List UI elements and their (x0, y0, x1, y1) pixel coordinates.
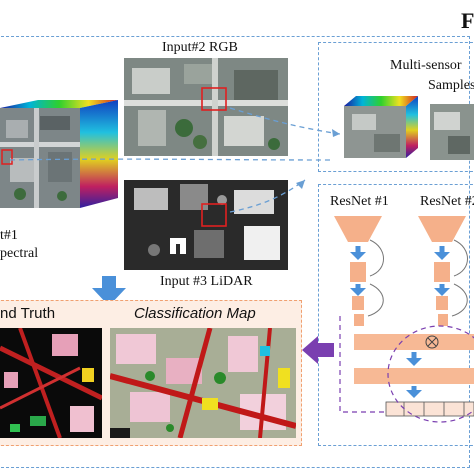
sample-patch-stack (344, 96, 418, 158)
sample-patch-rgb (430, 104, 474, 160)
classification-map (110, 328, 296, 438)
ground-truth-label: nd Truth (0, 305, 56, 322)
input1-label-line2: pectral (0, 246, 39, 261)
samples-label-line2: Samples (428, 78, 474, 93)
classification-map-label: Classification Map (134, 305, 256, 322)
rgb-image (124, 58, 288, 156)
down-arrow (92, 276, 126, 306)
input1-label-line1: t#1 (0, 228, 18, 243)
resnet1-label: ResNet #1 (330, 194, 389, 209)
hyperspectral-cube (0, 98, 122, 220)
input2-label: Input#2 RGB (162, 40, 238, 55)
resnet2-label: ResNet #2 (420, 194, 474, 209)
outer-frame (0, 36, 470, 468)
input3-label: Input #3 LiDAR (160, 274, 253, 289)
ground-truth-map (0, 328, 102, 438)
samples-label-line1: Multi-sensor (390, 58, 462, 73)
lidar-image (124, 180, 288, 270)
resnet-panel (318, 184, 474, 446)
corner-letter: F (461, 8, 474, 33)
samples-panel (318, 42, 474, 172)
purple-arrow (302, 336, 334, 364)
